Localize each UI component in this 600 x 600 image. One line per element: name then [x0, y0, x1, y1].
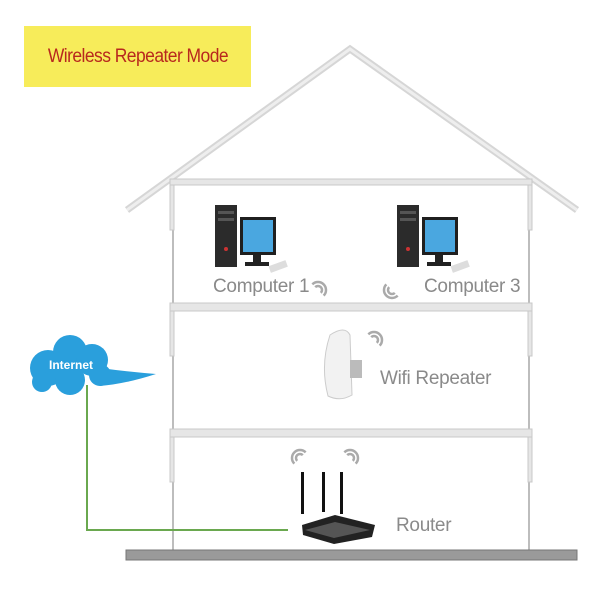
title: Wireless Repeater Mode: [47, 45, 228, 67]
wifi-signal-icon: [290, 448, 307, 465]
wifi-signal-icon: [311, 280, 328, 297]
wifi-signal-icon: [382, 283, 399, 300]
router-icon: [301, 472, 375, 544]
computer-3-icon: [397, 205, 470, 273]
title-banner: Wireless Repeater Mode: [24, 26, 251, 87]
wifi-signal-icon: [367, 330, 384, 347]
ground: [125, 549, 578, 561]
computer-1-icon: [215, 205, 288, 273]
wifi-repeater-label: Wifi Repeater: [380, 368, 492, 389]
internet-label: Internet: [49, 358, 94, 372]
floors: [169, 178, 533, 483]
internet-cable: [86, 385, 288, 531]
computer-3-label: Computer 3: [424, 276, 521, 297]
internet-cloud-icon: [30, 335, 156, 395]
computer-1-label: Computer 1: [213, 276, 310, 297]
wifi-signal-icon: [343, 448, 360, 465]
wifi-repeater-icon: [324, 329, 362, 400]
router-label: Router: [396, 515, 452, 536]
